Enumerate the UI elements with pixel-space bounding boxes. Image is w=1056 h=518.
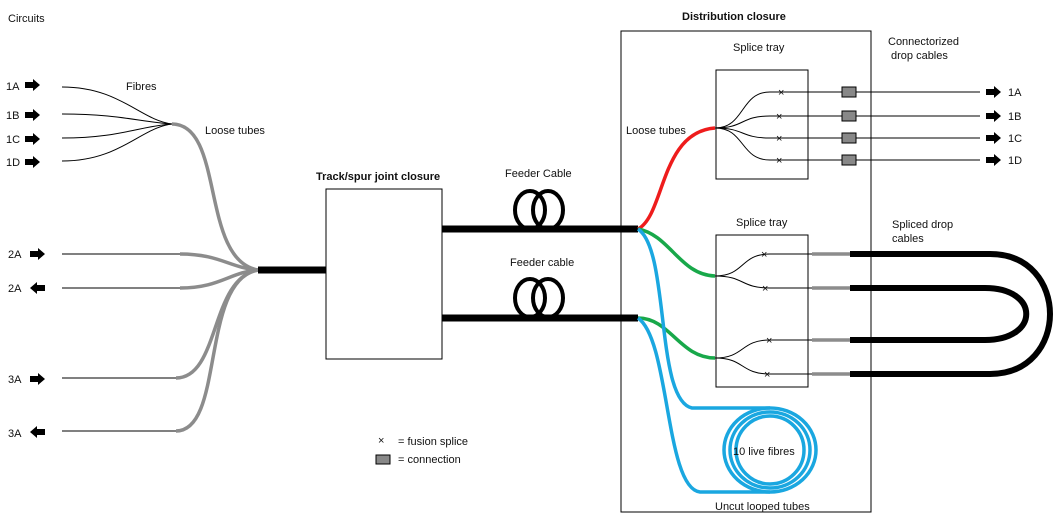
right-circuit-labels: 1A 1B 1C 1D — [1008, 87, 1022, 167]
circuit-label: 1B — [6, 110, 19, 122]
fusion-splice-icon: × — [776, 111, 782, 123]
circuit-label: 2A — [8, 249, 22, 261]
loose-tubes-right-label: Loose tubes — [626, 125, 686, 137]
splice-tray-top — [715, 69, 809, 180]
feeder-cables — [442, 189, 638, 322]
arrow-out-icon — [986, 154, 1001, 166]
connection-icon — [841, 132, 857, 144]
arrow-out-icon — [986, 86, 1001, 98]
fusion-splice-icon: × — [764, 369, 770, 381]
top-tray-splices: × × × × — [776, 87, 784, 167]
arrow-in-icon — [25, 133, 40, 145]
track-spur-closure-box — [325, 188, 443, 360]
fusion-splice-legend-icon: × — [378, 435, 384, 447]
loose-tubes-left-label: Loose tubes — [205, 125, 265, 137]
fusion-splice-icon: × — [776, 155, 782, 167]
fusion-splice-icon: × — [762, 283, 768, 295]
circuit-label: 1B — [1008, 111, 1021, 123]
blue-looped-tubes — [636, 227, 818, 494]
fusion-splice-icon: × — [776, 133, 782, 145]
circuit-label: 3A — [8, 428, 22, 440]
fibres-label: Fibres — [126, 81, 157, 93]
bottom-tray-splices: × × × × — [761, 249, 772, 381]
circuit-label: 2A — [8, 283, 22, 295]
circuits-title: Circuits — [8, 13, 45, 25]
spliced-label-1: Spliced drop — [892, 219, 953, 231]
green-loose-tube-1 — [637, 227, 716, 278]
connection-icon — [841, 110, 857, 122]
circuit-label: 1C — [6, 134, 20, 146]
splice-tray-bottom-label: Splice tray — [736, 217, 788, 229]
connectorized-label-2: drop cables — [891, 50, 948, 62]
circuit-label: 1A — [6, 81, 20, 93]
arrow-in-icon — [25, 109, 40, 121]
splice-tray-bottom — [715, 234, 809, 388]
fibres-1 — [61, 86, 173, 162]
circuit-label: 1A — [1008, 87, 1022, 99]
circuit-label: 3A — [8, 374, 22, 386]
left-circuit-arrows — [25, 79, 45, 438]
track-spur-closure-title: Track/spur joint closure — [316, 171, 440, 183]
spliced-drop-cables — [812, 251, 1053, 377]
arrow-in-icon — [30, 248, 45, 260]
circuit-lines-2-3 — [62, 253, 180, 432]
arrow-out-icon — [986, 110, 1001, 122]
splice-tray-top-label: Splice tray — [733, 42, 785, 54]
circuit-label: 1D — [1008, 155, 1022, 167]
uncut-looped-label: Uncut looped tubes — [715, 501, 810, 513]
circuit-label: 1D — [6, 157, 20, 169]
connection-icon — [841, 154, 857, 166]
fusion-splice-icon: × — [761, 249, 767, 261]
bottom-tray-fibres — [714, 253, 812, 375]
legend: × = fusion splice = connection — [375, 435, 468, 466]
distribution-closure-box — [620, 30, 872, 513]
arrow-in-icon — [25, 156, 40, 168]
connection-icon — [841, 86, 857, 98]
arrow-in-icon — [30, 373, 45, 385]
circuit-label: 1C — [1008, 133, 1022, 145]
distribution-closure-title: Distribution closure — [682, 11, 786, 23]
fusion-splice-legend-text: = fusion splice — [398, 436, 468, 448]
spliced-label-2: cables — [892, 233, 924, 245]
left-circuit-labels: 1A 1B 1C 1D 2A 2A 3A 3A — [6, 81, 22, 440]
connectorized-label-1: Connectorized — [888, 36, 959, 48]
arrow-in-icon — [25, 79, 40, 91]
right-circuit-arrows — [986, 86, 1001, 166]
feeder-cable-top-label: Feeder Cable — [505, 168, 572, 180]
fusion-splice-icon: × — [778, 87, 784, 99]
loose-tubes-left — [171, 122, 259, 433]
feeder-cable-bottom-label: Feeder cable — [510, 257, 574, 269]
red-loose-tube — [637, 126, 716, 231]
live-fibres-label: 10 live fibres — [733, 446, 795, 458]
top-tray-fibres — [714, 91, 980, 161]
arrow-out-icon — [986, 132, 1001, 144]
connection-icons — [841, 86, 857, 166]
connection-legend-icon — [375, 454, 391, 465]
arrow-out-icon — [30, 426, 45, 438]
fusion-splice-icon: × — [766, 335, 772, 347]
arrow-out-icon — [30, 282, 45, 294]
green-loose-tube-2 — [637, 316, 716, 360]
connection-legend-text: = connection — [398, 454, 461, 466]
